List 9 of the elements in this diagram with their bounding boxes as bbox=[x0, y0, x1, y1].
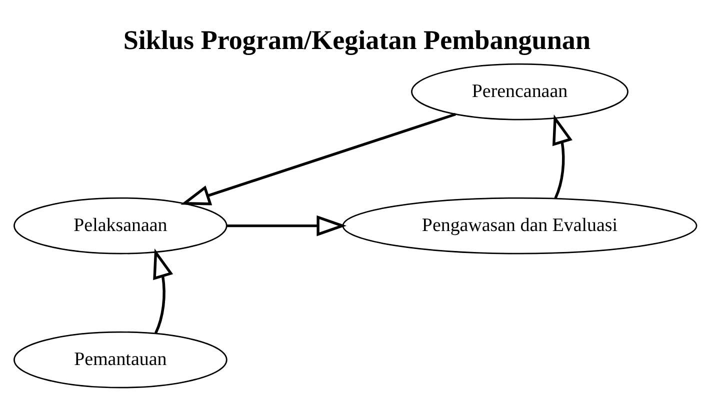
arrow bbox=[153, 248, 174, 334]
arrow bbox=[226, 215, 347, 236]
arrow bbox=[552, 114, 572, 199]
node-ellipse: Pemantauan bbox=[14, 331, 228, 388]
node-ellipse: Perencanaan bbox=[411, 63, 628, 120]
diagram-title: Siklus Program/Kegiatan Pembangunan bbox=[123, 25, 591, 56]
arrow bbox=[180, 112, 456, 206]
node-ellipse: Pelaksanaan bbox=[14, 197, 228, 254]
node-ellipse: Pengawasan dan Evaluasi bbox=[342, 197, 698, 254]
